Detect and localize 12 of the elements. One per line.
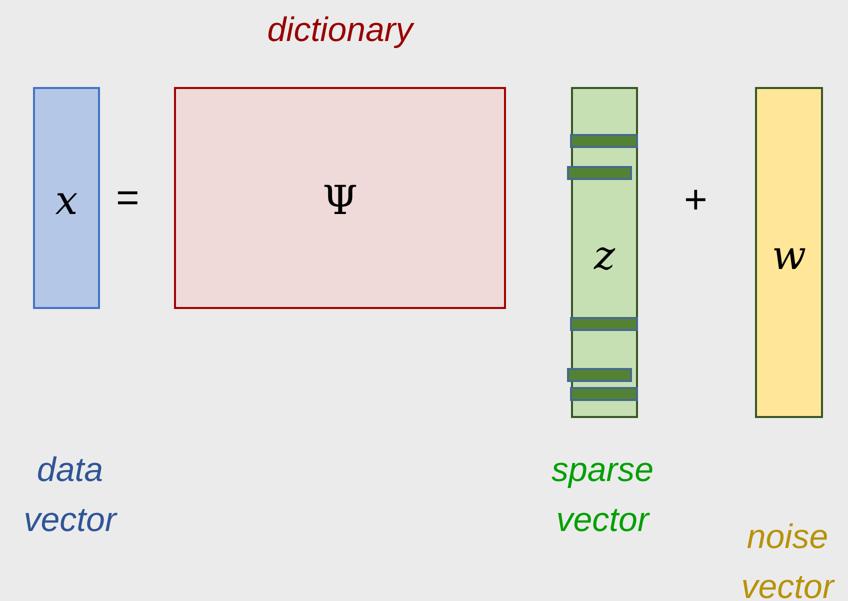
plus-sign: +	[684, 180, 708, 220]
vector-caption: sparse vector	[550, 450, 655, 541]
vector-caption: noise vector	[740, 517, 836, 601]
noise-vector-box	[755, 87, 823, 418]
vector-caption: data vector	[22, 450, 118, 541]
math-symbol: x	[54, 181, 79, 221]
data-vector-box	[33, 87, 100, 309]
heading: dictionary	[266, 11, 416, 50]
math-symbol: Ψ	[321, 181, 359, 221]
math-symbol: w	[770, 236, 808, 276]
math-symbol: z	[592, 236, 616, 276]
equals-sign: =	[116, 178, 140, 218]
